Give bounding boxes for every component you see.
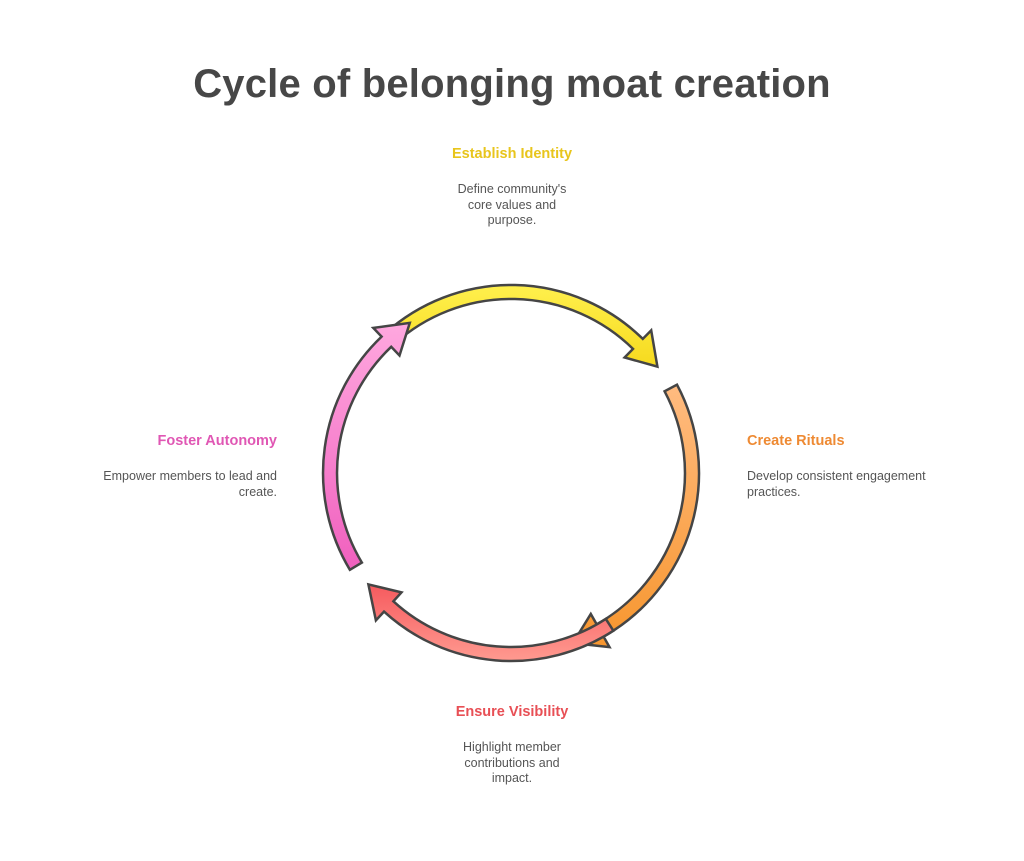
step-description: Define community's core values and purpo…: [457, 182, 567, 227]
step-establish-identity: Establish Identity Define community's co…: [412, 146, 612, 229]
arrow-establish-identity: [383, 283, 659, 369]
arrow-foster-autonomy: [321, 321, 412, 572]
step-ensure-visibility: Ensure Visibility Highlight member contr…: [412, 704, 612, 787]
step-title: Establish Identity: [451, 146, 573, 162]
arrow-create-rituals: [570, 383, 701, 649]
step-title: Foster Autonomy: [157, 433, 278, 449]
step-description: Develop consistent engagement practices.: [747, 469, 926, 499]
step-title: Create Rituals: [747, 433, 845, 449]
step-title: Ensure Visibility: [455, 704, 569, 720]
step-create-rituals: Create Rituals Develop consistent engage…: [747, 433, 947, 500]
arrow-ensure-visibility: [366, 582, 616, 663]
step-foster-autonomy: Foster Autonomy Empower members to lead …: [77, 433, 277, 500]
diagram-title: Cycle of belonging moat creation: [193, 62, 831, 106]
step-description: Empower members to lead and create.: [103, 469, 277, 499]
step-description: Highlight member contributions and impac…: [463, 740, 561, 785]
